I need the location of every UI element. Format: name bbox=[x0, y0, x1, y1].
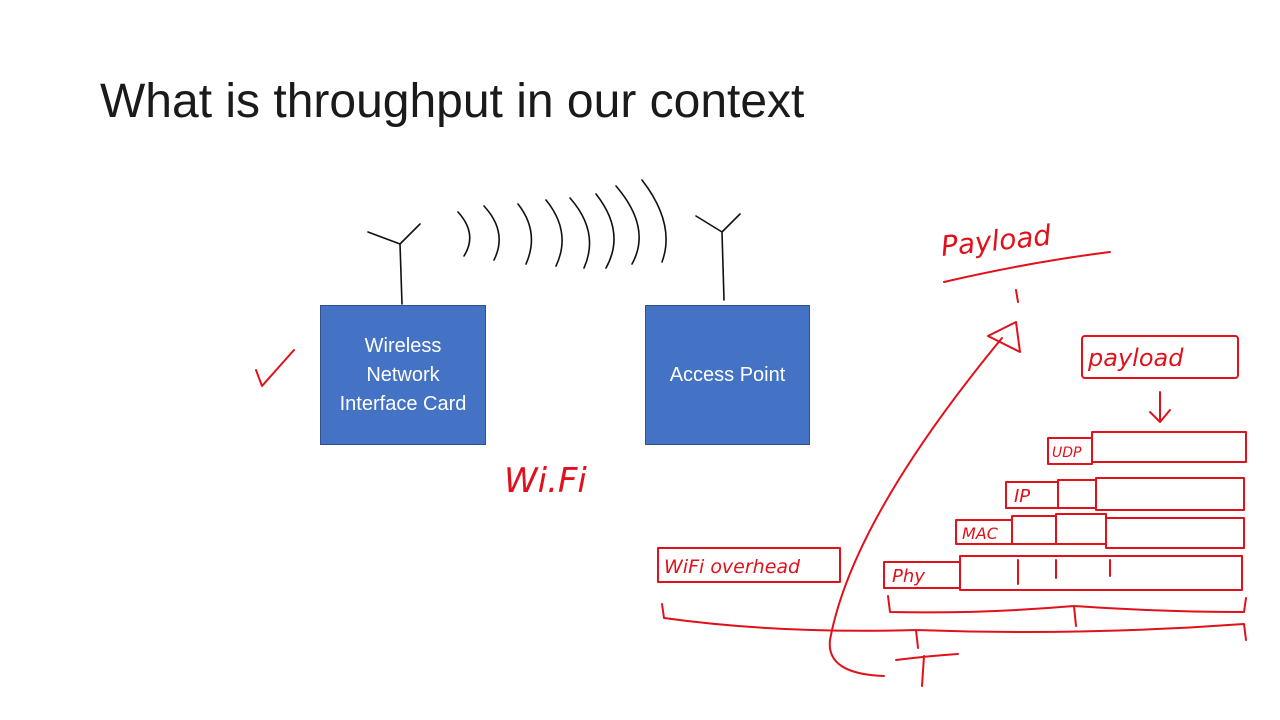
udp-label: UDP bbox=[1052, 445, 1082, 461]
ap-antenna bbox=[695, 213, 741, 301]
goodput-arrow bbox=[828, 337, 1003, 677]
access-point-box: Access Point bbox=[645, 305, 810, 445]
wifi-ink-label: Wi.Fi bbox=[504, 461, 587, 501]
ip-label: IP bbox=[1014, 486, 1030, 507]
payload-top-underline bbox=[943, 251, 1111, 283]
checkmark-icon bbox=[255, 349, 295, 387]
phy-dividers bbox=[1017, 559, 1111, 585]
payload-top-tick bbox=[1015, 289, 1019, 303]
frame-brace bbox=[887, 595, 1247, 627]
payload-box-label: payload bbox=[1087, 344, 1184, 372]
nic-antenna bbox=[367, 223, 421, 305]
arrow-head-icon bbox=[987, 321, 1021, 353]
mac-payload-box bbox=[1105, 517, 1245, 549]
phy-label: Phy bbox=[892, 566, 925, 587]
mac-ip-box bbox=[1011, 515, 1057, 545]
wireless-nic-label: Wireless Network Interface Card bbox=[339, 334, 467, 415]
wifi-overhead-label: WiFi overhead bbox=[664, 556, 801, 578]
slide-title: What is throughput in our context bbox=[100, 75, 805, 128]
total-brace bbox=[661, 603, 1247, 649]
ip-udp-box bbox=[1057, 479, 1097, 509]
wireless-nic-box: Wireless Network Interface Card bbox=[320, 305, 486, 445]
payload-top-label: Payload bbox=[939, 219, 1053, 263]
mac-label: MAC bbox=[962, 524, 999, 543]
payload-down-arrow bbox=[1149, 391, 1171, 423]
access-point-label: Access Point bbox=[669, 363, 786, 386]
payload-box bbox=[1081, 335, 1239, 379]
wifi-overhead-box bbox=[657, 547, 841, 583]
radio-waves bbox=[457, 179, 667, 269]
phy-payload-box bbox=[959, 555, 1243, 591]
ip-payload-box bbox=[1095, 477, 1245, 511]
mac-udp-box bbox=[1055, 513, 1107, 545]
throughput-t-mark bbox=[895, 653, 959, 687]
udp-payload-box bbox=[1091, 431, 1247, 463]
